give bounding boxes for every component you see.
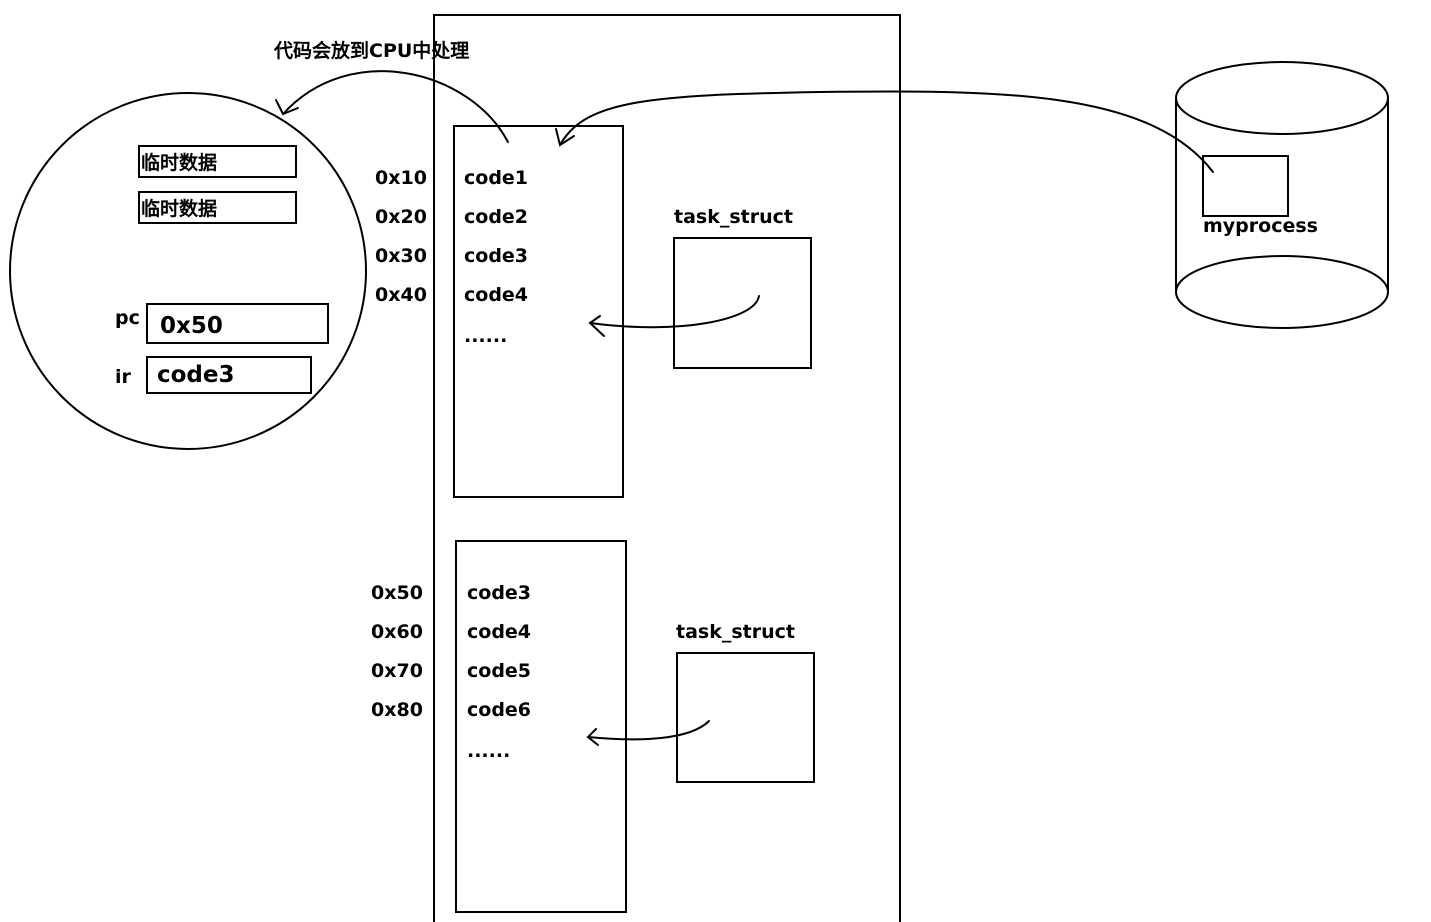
cpu-caption: 代码会放到CPU中处理 (273, 39, 469, 62)
task-struct-box (673, 237, 812, 369)
temp-data-register-1 (138, 145, 297, 178)
code-line: code2 (464, 206, 528, 228)
temp-data-label-1: 临时数据 (141, 151, 217, 174)
pc-value: 0x50 (160, 313, 223, 339)
address-label: 0x50 (371, 582, 423, 604)
temp-data-label-2: 临时数据 (141, 197, 217, 220)
address-label: 0x20 (375, 206, 427, 228)
cpu: 临时数据 临时数据 pc 0x50 ir code3 (9, 92, 367, 450)
code-line: code4 (464, 284, 528, 306)
temp-data-register-2 (138, 191, 297, 224)
arrowhead-task-a (588, 315, 605, 337)
process-b-code-block (455, 540, 627, 913)
code-line: code1 (464, 167, 528, 189)
arrow-code-to-cpu (282, 70, 509, 143)
ir-value: code3 (157, 362, 235, 388)
pc-register (146, 303, 329, 344)
task-struct-label: task_struct (674, 206, 793, 228)
cpu-circle (9, 92, 367, 450)
arrow-task-struct-a (589, 295, 760, 329)
arrowhead-task-b (586, 728, 599, 746)
arrowhead-cpu (275, 99, 299, 116)
address-label: 0x60 (371, 621, 423, 643)
process-b: 0x50 0x60 0x70 0x80 code3 code4 code5 co… (371, 540, 815, 913)
arrowhead-memory (555, 128, 575, 147)
arrow-disk-to-memory (559, 90, 1214, 173)
code-line: code5 (467, 660, 531, 682)
arrow-task-struct-b (587, 720, 710, 741)
address-label: 0x40 (375, 284, 427, 306)
memory-region (433, 14, 901, 922)
address-label: 0x30 (375, 245, 427, 267)
disk-top (1175, 61, 1389, 135)
code-line: code6 (467, 699, 531, 721)
task-struct-label: task_struct (676, 621, 795, 643)
task-struct-box (676, 652, 815, 783)
address-label: 0x10 (375, 167, 427, 189)
code-line: code3 (467, 582, 531, 604)
code-line: code3 (464, 245, 528, 267)
ir-label: ir (115, 366, 132, 388)
code-line: code4 (467, 621, 531, 643)
code-ellipsis: ...... (467, 740, 510, 762)
ir-register (146, 356, 312, 394)
disk: myprocess (1175, 61, 1389, 329)
disk-bottom (1175, 255, 1389, 329)
file-label: myprocess (1203, 215, 1318, 237)
file-box (1202, 155, 1289, 217)
address-label: 0x70 (371, 660, 423, 682)
arrows (275, 70, 1214, 746)
process-a-code-block (453, 125, 624, 498)
process-a: 0x10 0x20 0x30 0x40 code1 code2 code3 co… (375, 125, 812, 498)
address-label: 0x80 (371, 699, 423, 721)
pc-label: pc (115, 307, 140, 329)
code-ellipsis: ...... (464, 325, 507, 347)
